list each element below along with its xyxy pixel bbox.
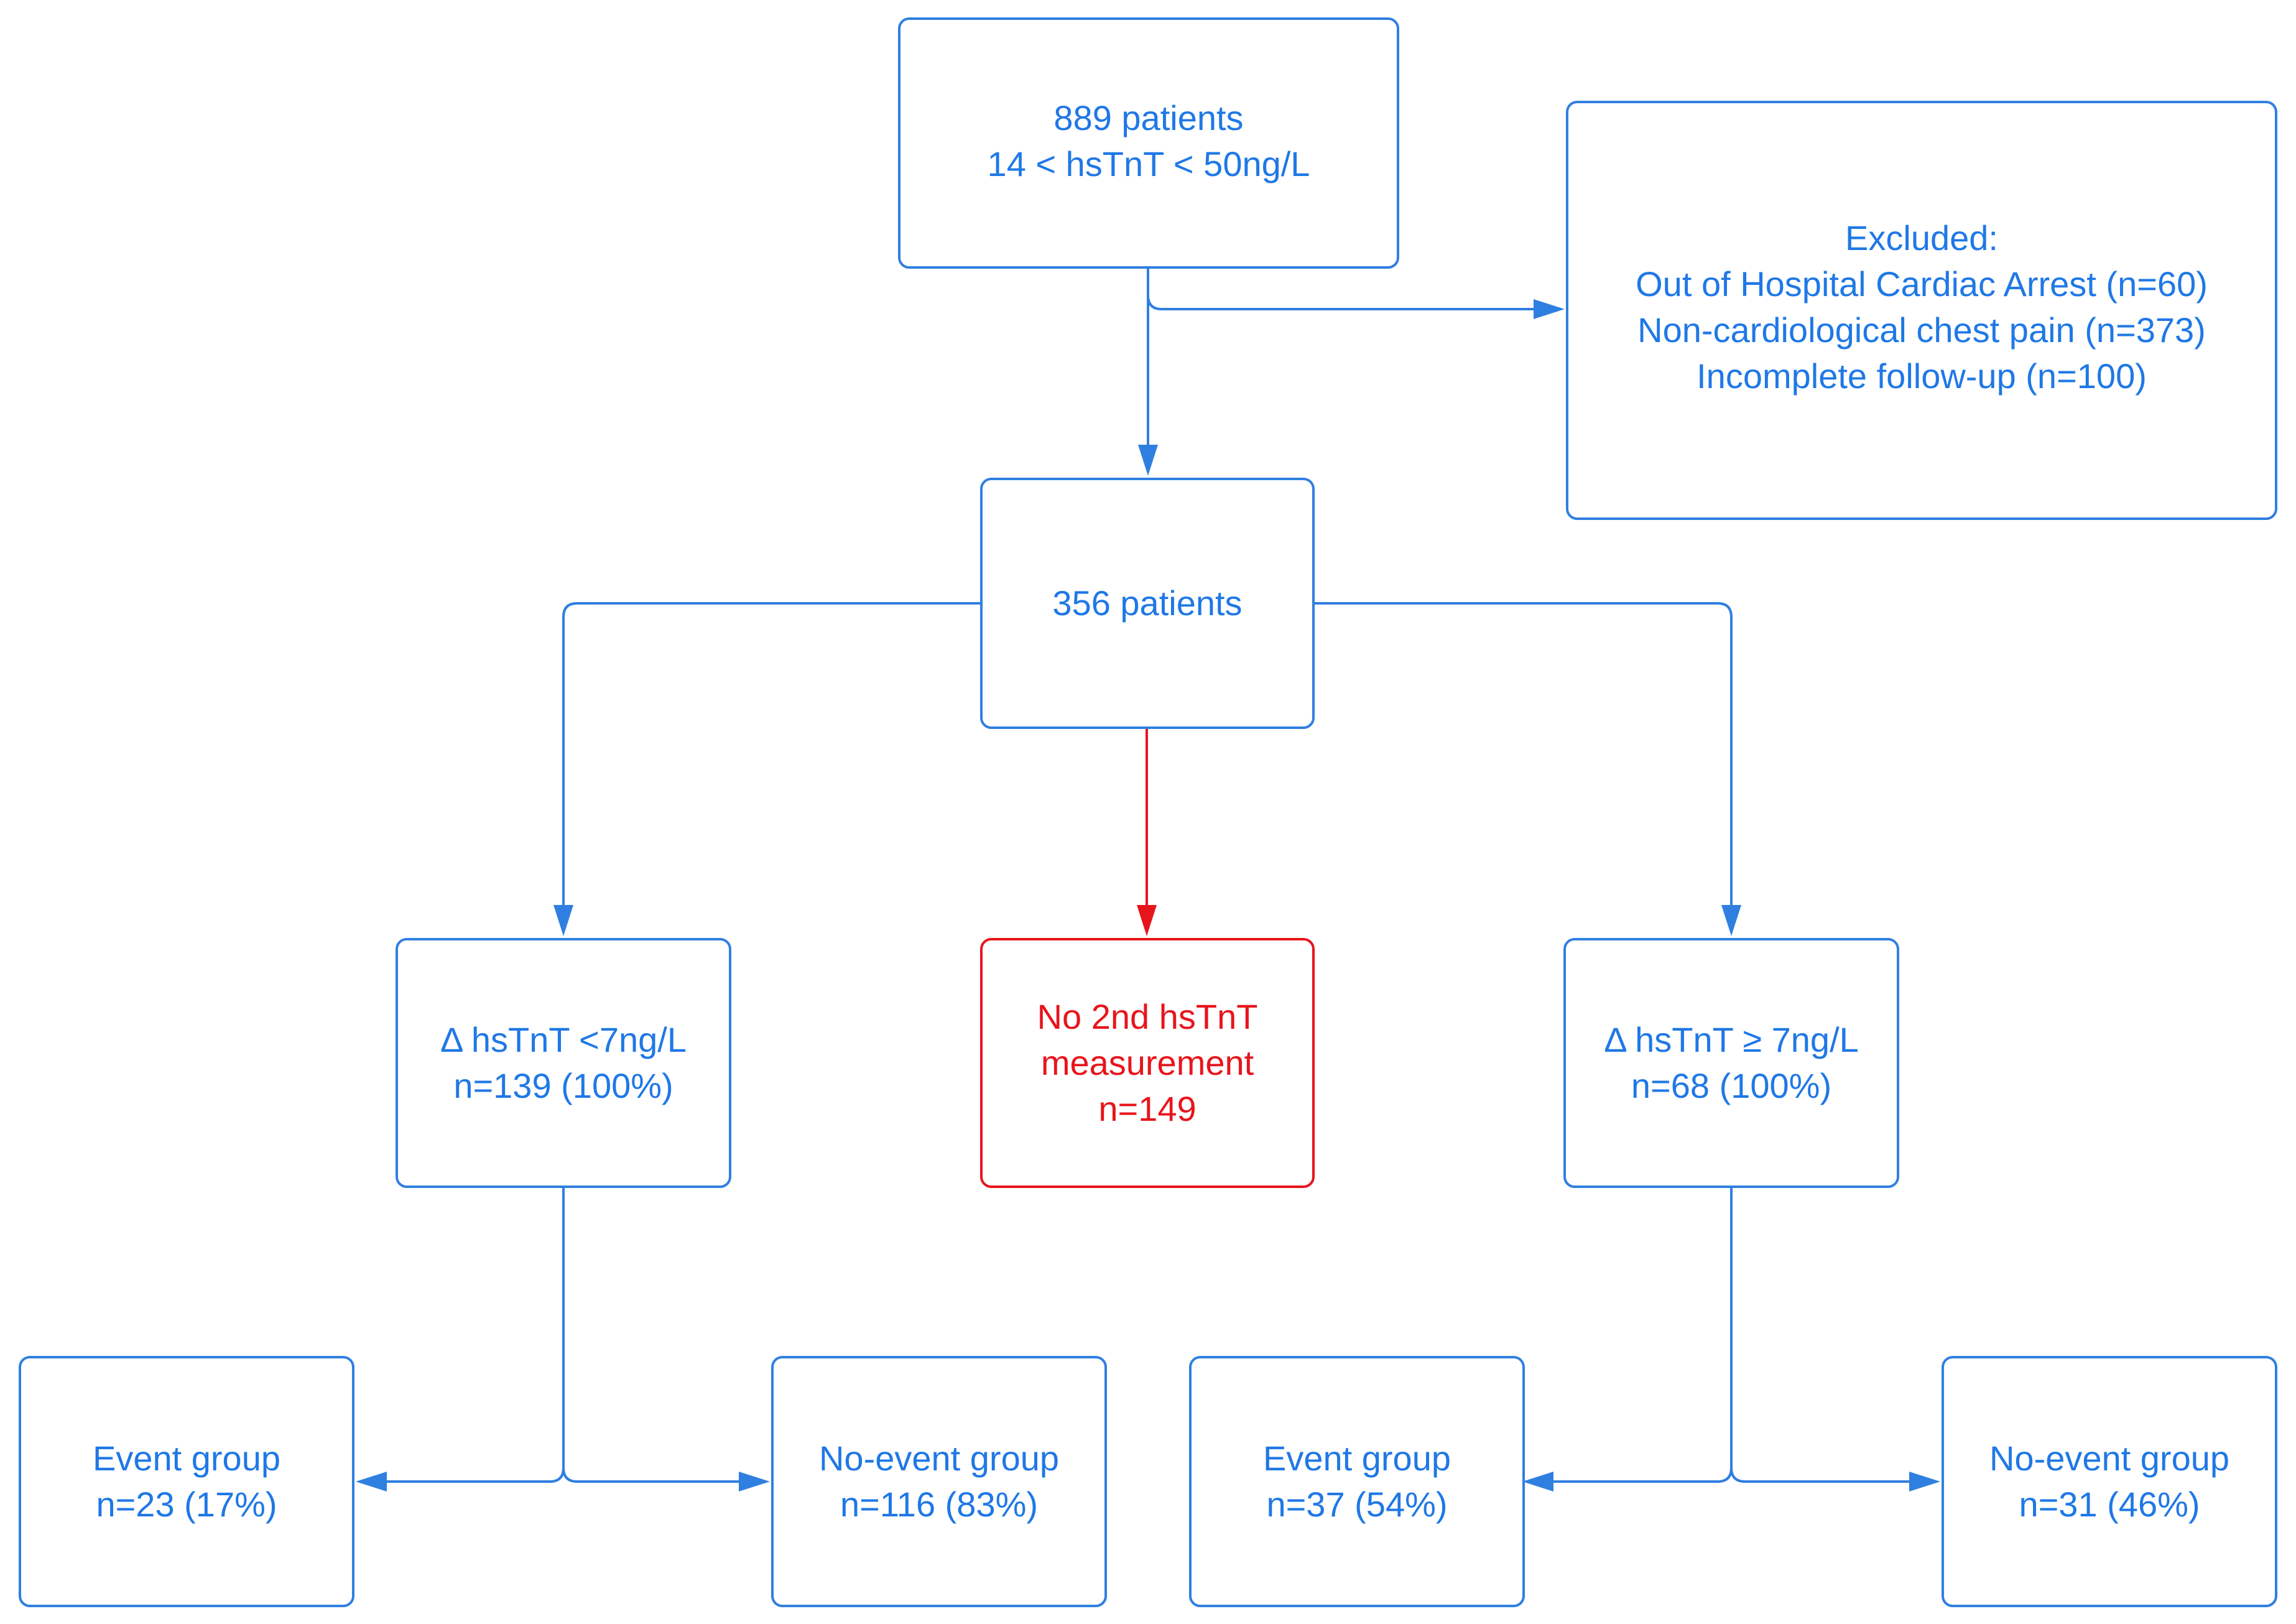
node-low-event-group: Event group n=23 (17%) — [19, 1356, 354, 1607]
node-delta-high: Δ hsTnT ≥ 7ng/L n=68 (100%) — [1563, 938, 1899, 1188]
low-event-label: Event group — [93, 1439, 280, 1478]
high-no-event-label: No-event group — [1989, 1439, 2229, 1478]
node-high-no-event-group: No-event group n=31 (46%) — [1942, 1356, 2277, 1607]
delta-high-criterion: Δ hsTnT ≥ 7ng/L — [1604, 1020, 1859, 1059]
excluded-reason-cardiac-arrest: Out of Hospital Cardiac Arrest (n=60) — [1636, 264, 2208, 304]
arrowhead-excluded — [1534, 299, 1565, 319]
low-event-count: n=23 (17%) — [96, 1485, 277, 1524]
low-no-event-label: No-event group — [818, 1439, 1059, 1478]
no-second-line1: No 2nd hsTnT — [1037, 997, 1258, 1036]
arrowhead-no-second — [1137, 905, 1157, 936]
node-screened-patients: 889 patients 14 < hsTnT < 50ng/L — [898, 17, 1399, 269]
node-delta-low: Δ hsTnT <7ng/L n=139 (100%) — [396, 938, 731, 1188]
node-excluded: Excluded: Out of Hospital Cardiac Arrest… — [1566, 101, 2277, 520]
high-no-event-count: n=31 (46%) — [2019, 1485, 2200, 1524]
arrowhead-included — [1138, 445, 1158, 476]
screened-criteria: 14 < hsTnT < 50ng/L — [987, 144, 1310, 183]
node-no-second-measurement: No 2nd hsTnT measurement n=149 — [980, 938, 1315, 1188]
high-event-label: Event group — [1263, 1439, 1451, 1478]
arrowhead-low-no-event — [739, 1472, 770, 1492]
excluded-reason-follow-up: Incomplete follow-up (n=100) — [1697, 356, 2147, 396]
no-second-line2: measurement — [1040, 1043, 1254, 1082]
screened-count: 889 patients — [1053, 98, 1244, 137]
node-low-no-event-group: No-event group n=116 (83%) — [771, 1356, 1107, 1607]
arrowhead-low-event — [356, 1472, 387, 1492]
arrow-high-to-no-event — [1730, 1467, 1922, 1483]
arrow-to-delta-low — [562, 602, 980, 917]
low-no-event-count: n=116 (83%) — [840, 1485, 1039, 1524]
no-second-count: n=149 — [1098, 1089, 1197, 1128]
delta-high-count: n=68 (100%) — [1631, 1066, 1832, 1105]
arrow-low-to-event — [374, 1467, 565, 1483]
excluded-reason-chest-pain: Non-cardiological chest pain (n=373) — [1637, 310, 2206, 350]
arrowhead-high-event — [1522, 1472, 1553, 1492]
excluded-title: Excluded: — [1845, 218, 1998, 258]
arrow-low-to-no-event — [562, 1467, 751, 1483]
arrow-to-delta-high — [1315, 602, 1733, 917]
arrow-to-excluded — [1147, 269, 1546, 310]
delta-low-count: n=139 (100%) — [453, 1066, 674, 1105]
arrowhead-delta-low — [553, 905, 573, 936]
arrowhead-high-no-event — [1909, 1472, 1940, 1492]
arrow-high-to-event — [1541, 1467, 1733, 1483]
node-included-patients: 356 patients — [980, 478, 1315, 729]
included-count: 356 patients — [1052, 583, 1243, 623]
delta-low-criterion: Δ hsTnT <7ng/L — [440, 1020, 687, 1059]
node-high-event-group: Event group n=37 (54%) — [1189, 1356, 1525, 1607]
high-event-count: n=37 (54%) — [1266, 1485, 1448, 1524]
arrowhead-delta-high — [1721, 905, 1741, 936]
